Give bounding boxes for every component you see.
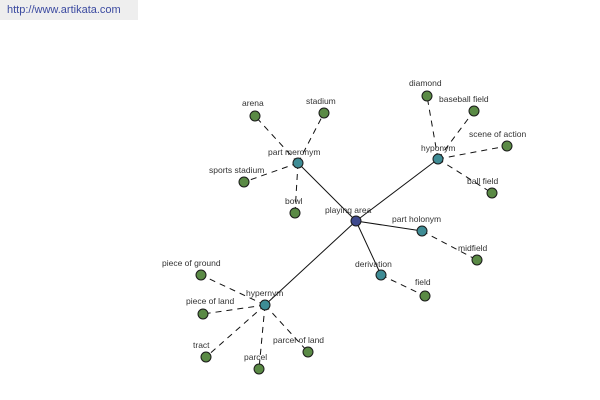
graph-nodes bbox=[195, 90, 513, 375]
node-bowl[interactable] bbox=[289, 207, 301, 219]
node-piece-of-land[interactable] bbox=[197, 308, 209, 320]
edge-part-meronym bbox=[297, 162, 357, 222]
label-derivation: derivation bbox=[355, 259, 392, 269]
node-parcel[interactable] bbox=[253, 363, 265, 375]
node-derivation[interactable] bbox=[375, 269, 387, 281]
label-diamond: diamond bbox=[409, 78, 442, 88]
node-part-holonym[interactable] bbox=[416, 225, 428, 237]
label-ball-field: ball field bbox=[467, 176, 498, 186]
edge-baseball-field bbox=[437, 110, 475, 160]
node-midfield[interactable] bbox=[471, 254, 483, 266]
edge-piece-of-ground bbox=[200, 274, 266, 306]
node-hyponym[interactable] bbox=[432, 153, 444, 165]
label-part-holonym: part holonym bbox=[392, 214, 441, 224]
edge-field bbox=[380, 274, 426, 297]
label-sports-stadium: sports stadium bbox=[209, 165, 264, 175]
label-field: field bbox=[415, 277, 431, 287]
edge-hypernym bbox=[264, 220, 357, 306]
node-part-meronym[interactable] bbox=[292, 157, 304, 169]
label-piece-of-ground: piece of ground bbox=[162, 258, 221, 268]
node-arena[interactable] bbox=[249, 110, 261, 122]
edge-tract bbox=[205, 304, 266, 358]
label-midfield: midfield bbox=[458, 243, 488, 253]
source-url-link[interactable]: http://www.artikata.com bbox=[7, 4, 121, 16]
label-scene-of-action: scene of action bbox=[469, 129, 526, 139]
node-diamond[interactable] bbox=[421, 90, 433, 102]
label-hyponym: hyponym bbox=[421, 143, 456, 153]
node-field[interactable] bbox=[419, 290, 431, 302]
source-url-banner: http://www.artikata.com bbox=[0, 0, 138, 20]
label-baseball-field: baseball field bbox=[439, 94, 489, 104]
edge-stadium bbox=[297, 112, 325, 164]
node-stadium[interactable] bbox=[318, 107, 330, 119]
label-arena: arena bbox=[242, 98, 264, 108]
edge-hyponym bbox=[355, 158, 439, 222]
edge-derivation bbox=[355, 220, 382, 276]
label-stadium: stadium bbox=[306, 96, 336, 106]
label-center: playing area bbox=[325, 205, 372, 215]
node-parcel-of-land[interactable] bbox=[302, 346, 314, 358]
label-bowl: bowl bbox=[285, 196, 303, 206]
label-piece-of-land: piece of land bbox=[186, 296, 234, 306]
edge-scene-of-action bbox=[437, 145, 508, 160]
edge-part-holonym bbox=[355, 220, 423, 232]
label-part-meronym: part meronym bbox=[268, 147, 320, 157]
edge-sports-stadium bbox=[243, 162, 299, 183]
label-tract: tract bbox=[193, 340, 210, 350]
node-ball-field[interactable] bbox=[486, 187, 498, 199]
node-sports-stadium[interactable] bbox=[238, 176, 250, 188]
edge-bowl bbox=[294, 162, 299, 214]
label-hypernym: hypernym bbox=[246, 288, 283, 298]
label-parcel-of-land: parcel of land bbox=[273, 335, 324, 345]
node-piece-of-ground[interactable] bbox=[195, 269, 207, 281]
node-hypernym[interactable] bbox=[259, 299, 271, 311]
node-tract[interactable] bbox=[200, 351, 212, 363]
node-scene-of-action[interactable] bbox=[501, 140, 513, 152]
node-center[interactable] bbox=[350, 215, 362, 227]
graph-labels: playing area part meronym hyponym part holo… bbox=[162, 78, 526, 362]
label-parcel: parcel bbox=[244, 352, 267, 362]
node-baseball-field[interactable] bbox=[468, 105, 480, 117]
graph-edges bbox=[200, 95, 508, 370]
